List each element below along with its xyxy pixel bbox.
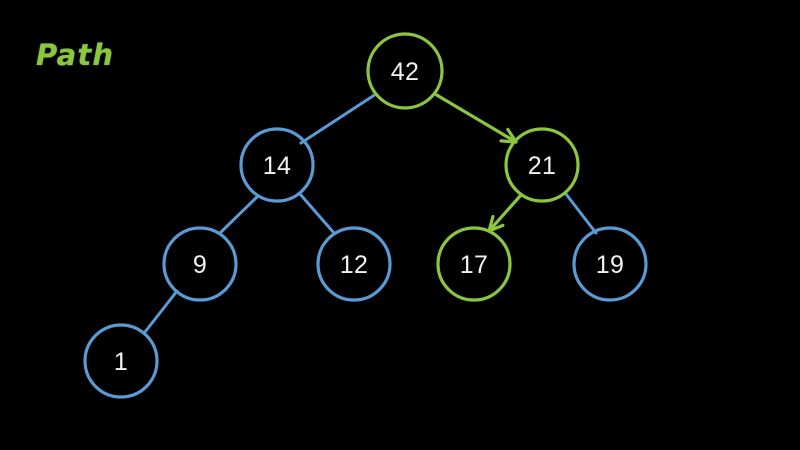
edge-line (143, 289, 179, 334)
node-label: 1 (114, 348, 128, 376)
tree-edge (143, 289, 179, 334)
edge-line (487, 193, 523, 233)
tree-edge (218, 194, 260, 235)
edge-line (298, 192, 336, 235)
tree-node[interactable]: 19 (572, 226, 648, 302)
tree-edge (298, 192, 336, 235)
tree-edge (299, 92, 378, 145)
tree-edge-arrow (433, 92, 518, 144)
node-circle (83, 323, 159, 399)
node-circle (316, 226, 392, 302)
tree-node[interactable]: 1 (83, 323, 159, 399)
node-label: 12 (340, 251, 368, 279)
tree-edge (564, 192, 598, 235)
tree-edge-arrow (487, 193, 523, 233)
node-label: 19 (596, 251, 624, 279)
tree-node[interactable]: 17 (436, 226, 512, 302)
tree-node[interactable]: 42 (366, 32, 444, 110)
edge-line (299, 92, 378, 145)
node-circle (436, 226, 512, 302)
node-label: 42 (391, 58, 419, 86)
node-circle (366, 32, 444, 110)
edge-line (433, 92, 518, 144)
node-label: 14 (263, 152, 291, 180)
tree-node[interactable]: 14 (239, 127, 315, 203)
node-circle (572, 226, 648, 302)
node-circle (239, 127, 315, 203)
tree-node[interactable]: 9 (162, 226, 238, 302)
node-label: 9 (193, 251, 207, 279)
edge-line (218, 194, 260, 235)
node-circle (162, 226, 238, 302)
tree-node[interactable]: 21 (504, 127, 580, 203)
node-circle (504, 127, 580, 203)
tree-node[interactable]: 12 (316, 226, 392, 302)
node-label: 21 (528, 152, 556, 180)
edge-line (564, 192, 598, 235)
node-label: 17 (460, 251, 488, 279)
nodes-layer: 42 14 21 9 12 17 19 1 (83, 32, 648, 399)
page-title: Path (36, 38, 115, 72)
